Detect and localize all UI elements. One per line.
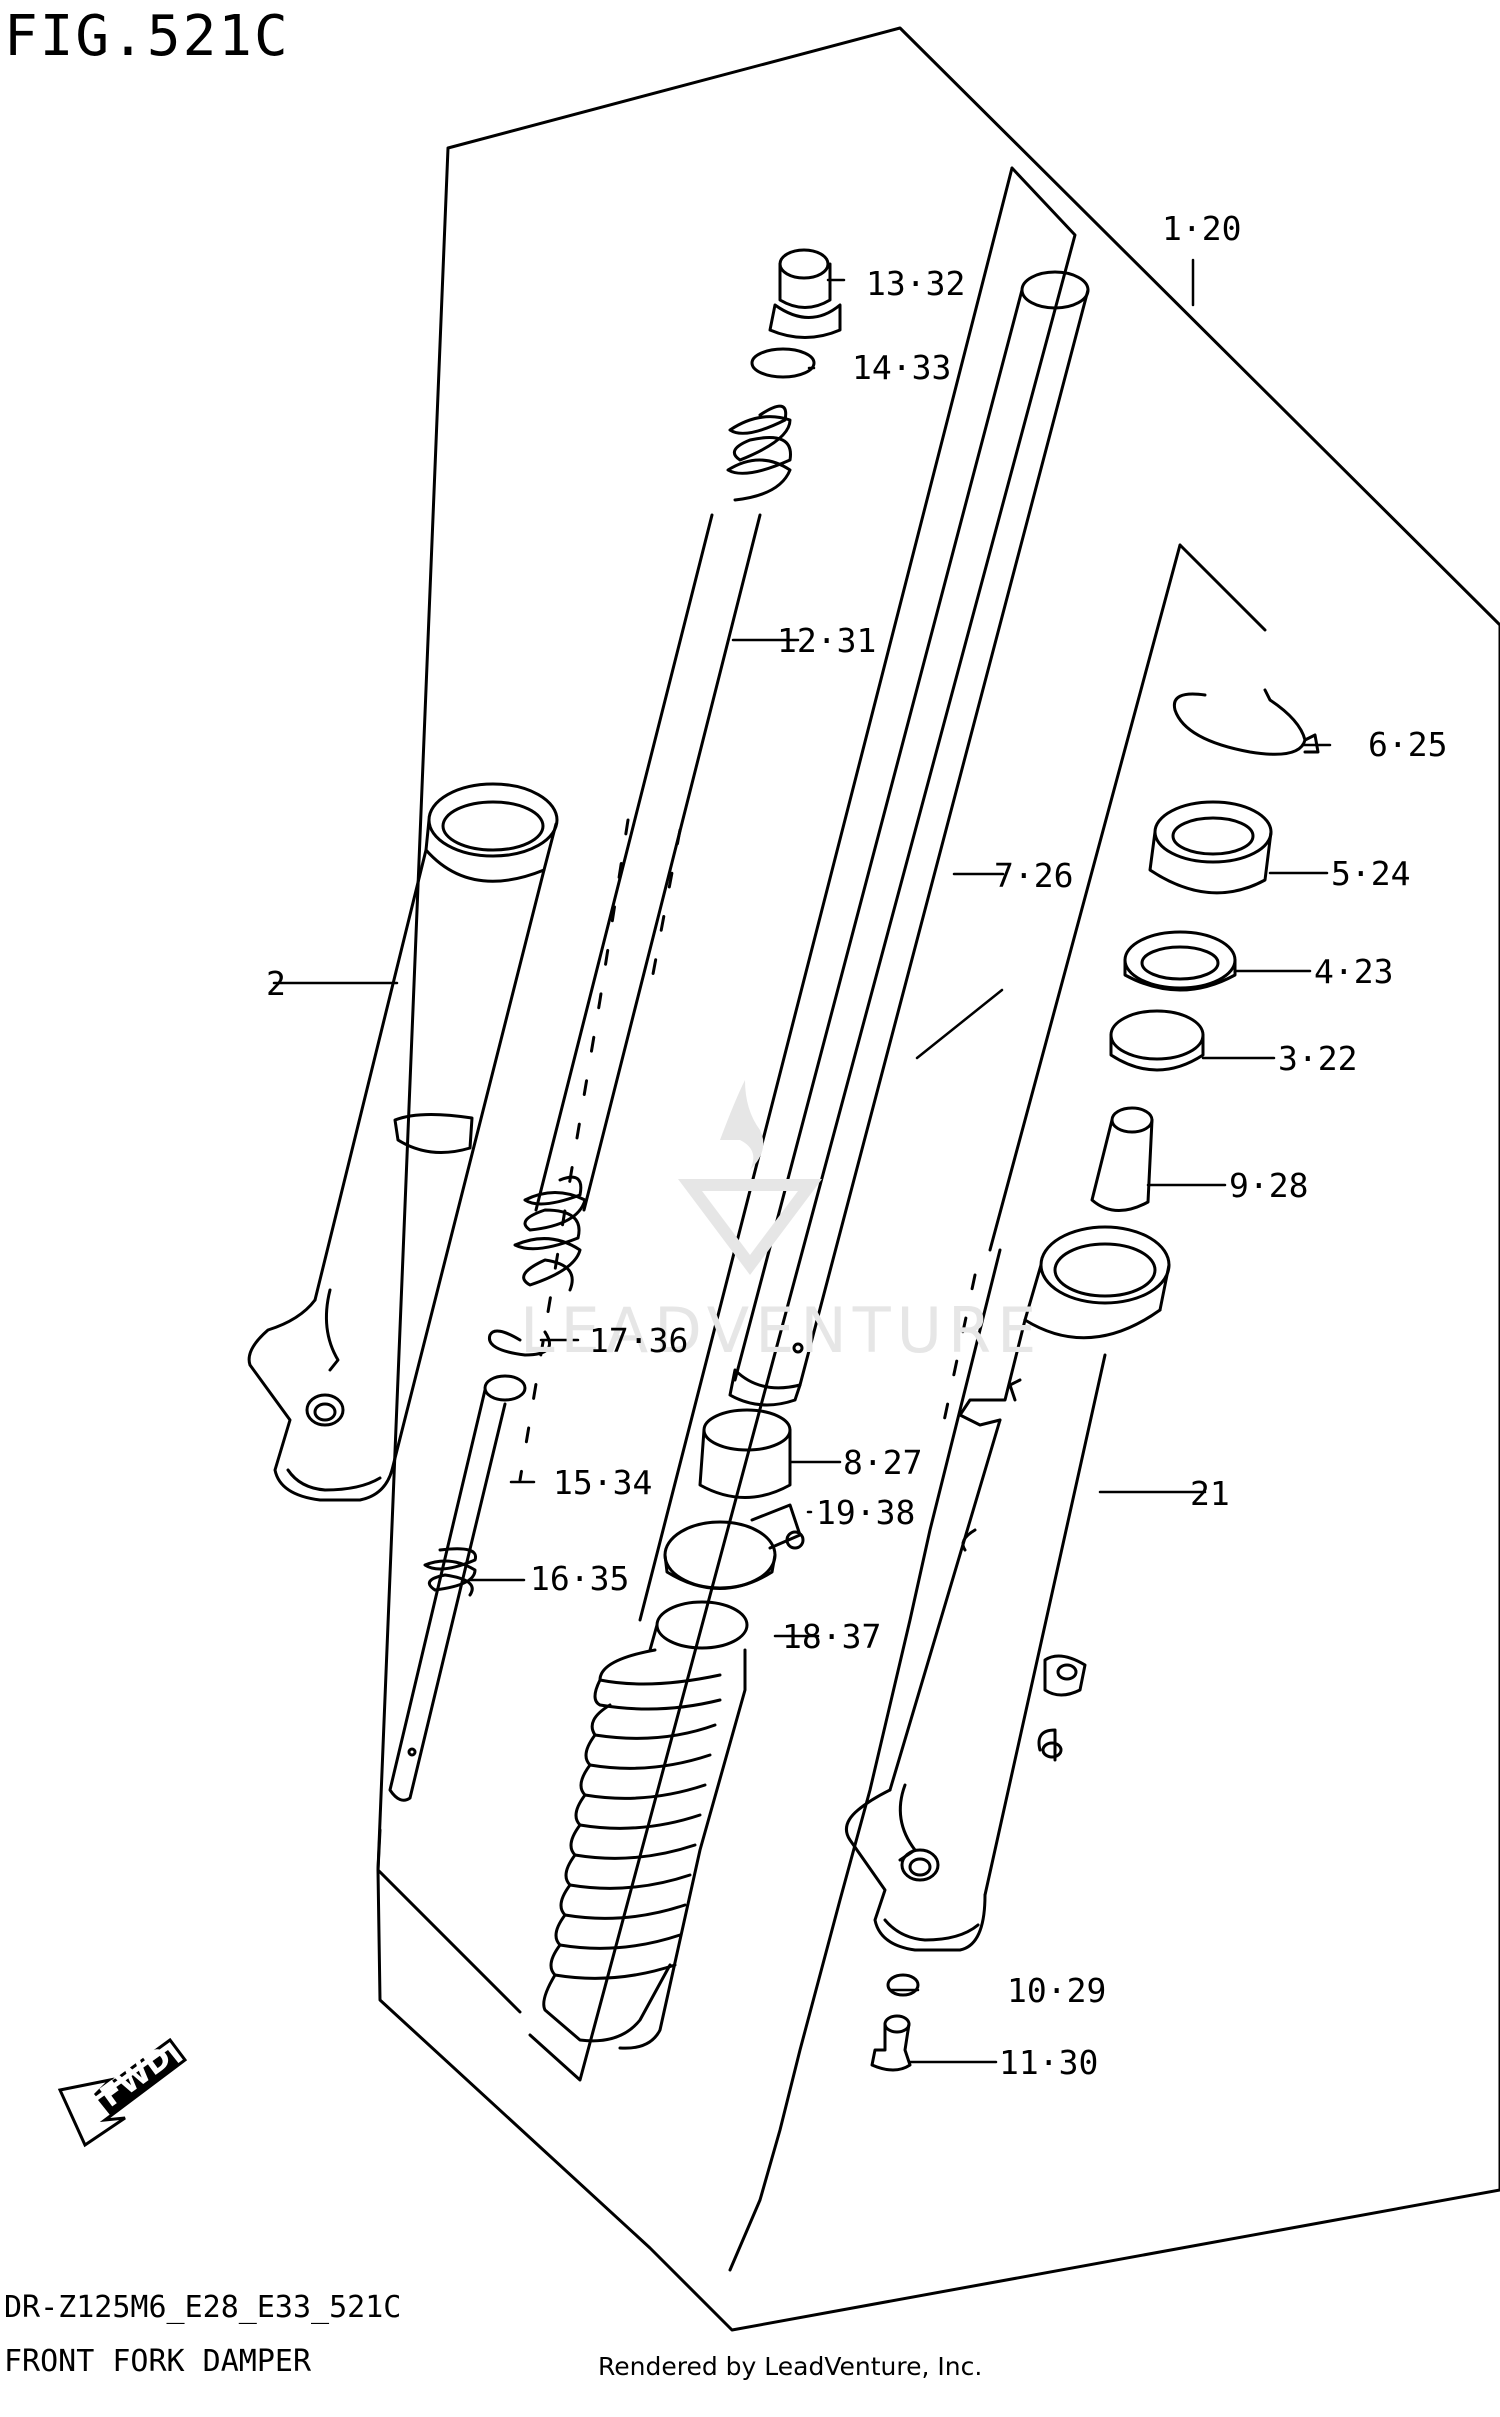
part-18-dust-boot: [542, 1600, 749, 2050]
callout-1-20: 1·20: [1162, 209, 1241, 248]
callout-15-34: 15·34: [553, 1463, 652, 1502]
fwd-label: FWD: [94, 2040, 178, 2114]
fwd-arrow: FWD: [57, 2037, 188, 2148]
watermark-text: LEADVENTURE: [520, 1294, 1042, 1367]
figure-title: FIG.521C: [4, 4, 290, 69]
assembly-outline: [376, 26, 1500, 2332]
centerline: [518, 818, 977, 1482]
section-name: FRONT FORK DAMPER: [4, 2344, 312, 2379]
callout-12-31: 12·31: [777, 621, 876, 660]
part-7-outer-tube: [728, 270, 1090, 1407]
callout-3-22: 3·22: [1278, 1039, 1357, 1078]
callout-8-27: 8·27: [843, 1443, 922, 1482]
callout-5-24: 5·24: [1331, 854, 1410, 893]
part-10-gasket: [886, 1973, 920, 1997]
callout-13-32: 13·32: [866, 264, 965, 303]
model-code: DR-Z125M6_E28_E33_521C: [4, 2290, 402, 2325]
part-21-fork-leg: [844, 1225, 1171, 1952]
callout-14-33: 14·33: [852, 348, 951, 387]
part-4-washer: [1123, 930, 1237, 992]
callout-2: 2: [266, 964, 286, 1003]
part-8-collar: [698, 1408, 792, 1499]
part-3-bushing: [1109, 1009, 1205, 1072]
part-9-guide-sleeve: [1090, 1106, 1154, 1212]
part-12-damper-rod: [513, 404, 792, 1292]
part-2-fork-tube: [247, 782, 559, 1502]
part-17-circlip: [487, 1329, 551, 1357]
callout-11-30: 11·30: [999, 2043, 1098, 2082]
part-16-spring: [423, 1547, 478, 1597]
callout-17-36: 17·36: [589, 1321, 688, 1360]
part-11-drain-bolt: [870, 2014, 912, 2072]
watermark: LEADVENTURE: [520, 1080, 1042, 1367]
callout-4-23: 4·23: [1314, 952, 1393, 991]
callout-16-35: 16·35: [530, 1559, 629, 1598]
frame-outer-tube-group: [528, 166, 1077, 2082]
part-14-o-ring: [750, 347, 816, 379]
callout-19-38: 19·38: [816, 1493, 915, 1532]
part-6-retainer: [1172, 688, 1320, 756]
callout-6-25: 6·25: [1368, 725, 1447, 764]
frame-right-group: [728, 543, 1267, 2272]
part-19-clamp: [663, 1503, 805, 1590]
callout-7-26: 7·26: [994, 856, 1073, 895]
guide-line: [376, 1828, 522, 2014]
part-15-rebound-rod: [388, 1374, 527, 1802]
leader-lines: [272, 258, 1332, 2064]
callout-18-37: 18·37: [782, 1617, 881, 1656]
part-13-cap-bolt: [768, 248, 842, 339]
callout-10-29: 10·29: [1007, 1971, 1106, 2010]
callout-21: 21: [1190, 1474, 1230, 1513]
render-credit: Rendered by LeadVenture, Inc.: [598, 2352, 983, 2381]
callout-9-28: 9·28: [1229, 1166, 1308, 1205]
part-5-oil-seal: [1148, 800, 1273, 895]
